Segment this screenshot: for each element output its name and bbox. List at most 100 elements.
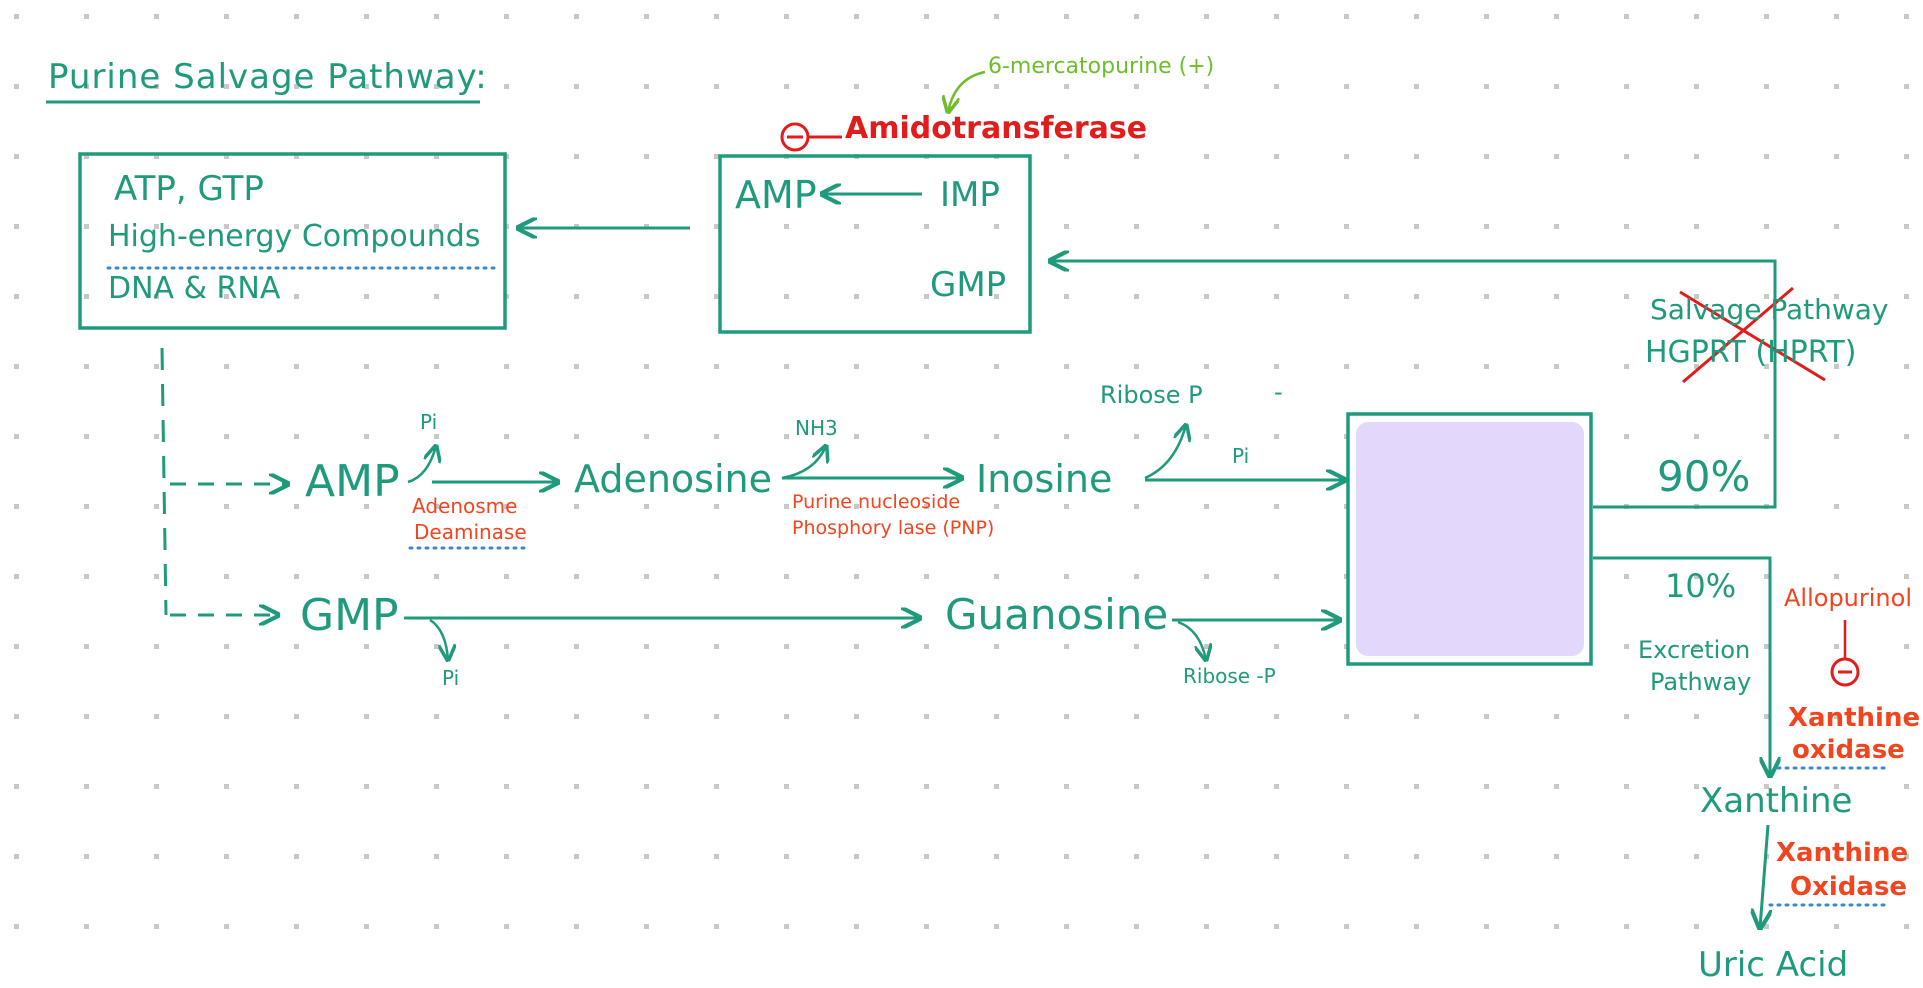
grid-dot	[1204, 924, 1209, 929]
grid-dot	[1204, 224, 1209, 229]
grid-dot	[854, 294, 859, 299]
grid-dot	[854, 924, 859, 929]
grid-dot	[84, 364, 89, 369]
grid-dot	[994, 224, 999, 229]
grid-dot	[1414, 854, 1419, 859]
grid-dot	[294, 644, 299, 649]
grid-dot	[1624, 154, 1629, 159]
page-title: Purine Salvage Pathway:	[48, 57, 488, 97]
grid-dot	[1624, 294, 1629, 299]
grid-dot	[1834, 784, 1839, 789]
grid-dot	[1204, 14, 1209, 19]
grid-dot	[14, 434, 19, 439]
grid-dot	[504, 924, 509, 929]
grid-dot	[924, 504, 929, 509]
grid-dot	[1484, 294, 1489, 299]
grid-dot	[854, 364, 859, 369]
grid-dot	[1274, 924, 1279, 929]
grid-dot	[1904, 784, 1909, 789]
inhibitor-circle-allopurinol	[1830, 657, 1860, 687]
grid-dot	[434, 574, 439, 579]
grid-dot	[434, 364, 439, 369]
grid-dot	[1624, 924, 1629, 929]
grid-dot	[574, 714, 579, 719]
grid-dot	[224, 784, 229, 789]
grid-dot	[1414, 784, 1419, 789]
grid-dot	[504, 714, 509, 719]
grid-dot	[924, 714, 929, 719]
grid-dot	[1624, 224, 1629, 229]
amidotransferase-label: Amidotransferase	[845, 111, 1148, 146]
grid-dot	[1274, 434, 1279, 439]
grid-dot	[224, 154, 229, 159]
nucleotide-box	[718, 154, 1032, 334]
grid-dot	[1344, 784, 1349, 789]
grid-dot	[644, 574, 649, 579]
grid-dot	[294, 364, 299, 369]
grid-dot	[574, 154, 579, 159]
grid-dot	[1764, 714, 1769, 719]
grid-dot	[924, 224, 929, 229]
row1-nh3: NH3	[795, 416, 838, 440]
xanthine-oxidase-2-line2: Oxidase	[1790, 872, 1908, 902]
grid-dot	[1554, 854, 1559, 859]
grid-dot	[924, 854, 929, 859]
grid-dot	[1834, 434, 1839, 439]
grid-dot	[1694, 14, 1699, 19]
salvage-pathway-line1: Salvage Pathway	[1650, 293, 1889, 326]
grid-dot	[784, 294, 789, 299]
grid-dot	[714, 714, 719, 719]
grid-dot	[574, 14, 579, 19]
grid-dot	[924, 14, 929, 19]
grid-dot	[434, 294, 439, 299]
row2-gmp: GMP	[300, 590, 399, 641]
grid-dot	[574, 364, 579, 369]
grid-dot	[224, 224, 229, 229]
grid-dot	[714, 434, 719, 439]
grid-dot	[1624, 14, 1629, 19]
box1-line1: ATP, GTP	[114, 169, 264, 209]
box1-line2: High-energy Compounds	[108, 219, 481, 254]
grid-dot	[294, 924, 299, 929]
grid-dot	[1134, 854, 1139, 859]
grid-dot	[784, 784, 789, 789]
grid-dot	[1274, 224, 1279, 229]
grid-dot	[434, 154, 439, 159]
grid-dot	[1624, 574, 1629, 579]
grid-dot	[14, 504, 19, 509]
grid-dot	[224, 14, 229, 19]
grid-dot	[84, 14, 89, 19]
grid-dot	[1694, 574, 1699, 579]
grid-dot	[154, 434, 159, 439]
grid-dot	[714, 574, 719, 579]
grid-dot	[1134, 924, 1139, 929]
grid-dot	[14, 154, 19, 159]
row1-ribose-p: Ribose P	[1100, 381, 1203, 409]
grid-dot	[1624, 714, 1629, 719]
grid-dot	[1134, 224, 1139, 229]
grid-dot	[84, 574, 89, 579]
grid-dot	[1204, 714, 1209, 719]
grid-dot	[364, 854, 369, 859]
grid-dot	[1204, 504, 1209, 509]
energy-compounds-box	[78, 152, 507, 330]
grid-dot	[854, 84, 859, 89]
grid-dot	[1904, 854, 1909, 859]
grid-dot	[1134, 714, 1139, 719]
grid-dot	[1834, 224, 1839, 229]
grid-dot	[294, 504, 299, 509]
grid-dot	[504, 364, 509, 369]
grid-dot	[1274, 14, 1279, 19]
grid-dot	[854, 14, 859, 19]
grid-dot	[84, 224, 89, 229]
grid-dot	[574, 924, 579, 929]
grid-dot	[1484, 154, 1489, 159]
grid-dot	[154, 224, 159, 229]
grid-dot	[1904, 924, 1909, 929]
allopurinol-label: Allopurinol	[1784, 584, 1912, 612]
grid-dot	[154, 574, 159, 579]
grid-dot	[994, 714, 999, 719]
grid-dot	[294, 854, 299, 859]
row1-pi1: Pi	[420, 410, 438, 434]
grid-dot	[1764, 364, 1769, 369]
